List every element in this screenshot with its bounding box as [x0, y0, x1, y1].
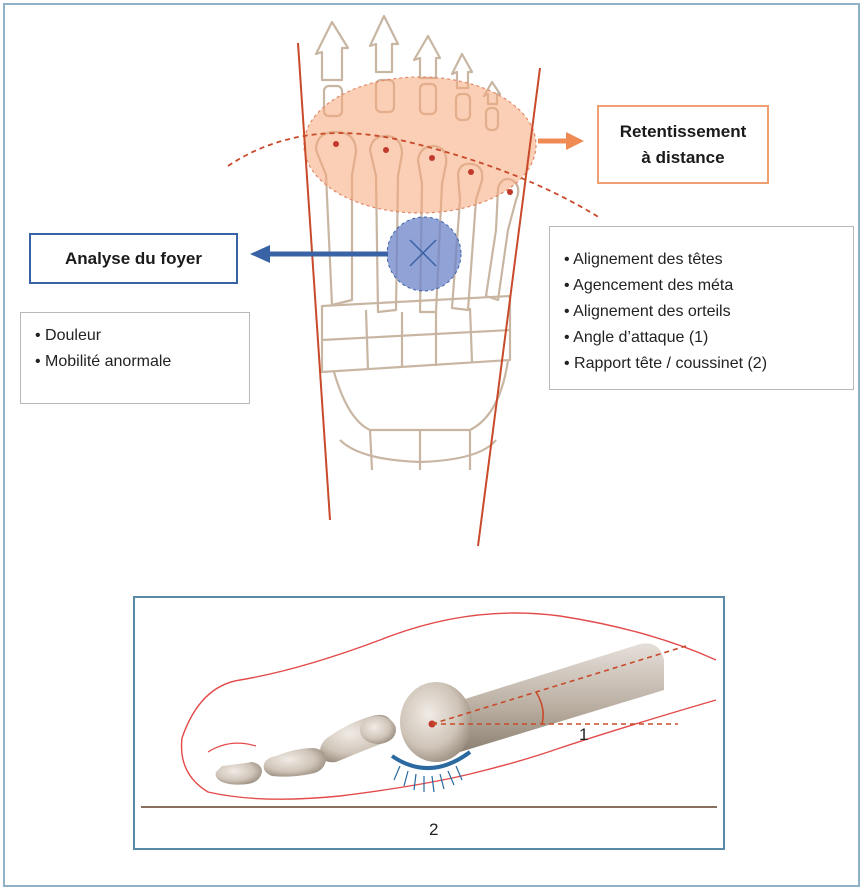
list-item: • Alignement des têtes: [564, 247, 853, 273]
retentissement-box: Retentissement à distance: [597, 105, 769, 184]
analyse-foyer-label: Analyse du foyer: [65, 249, 202, 269]
retentissement-line-1: Retentissement: [620, 119, 747, 145]
blue-arrow-icon: [250, 245, 388, 263]
pad-label: 2: [429, 820, 438, 840]
list-item: • Agencement des méta: [564, 273, 853, 299]
analyse-foyer-box: Analyse du foyer: [29, 233, 238, 284]
list-item: • Alignement des orteils: [564, 299, 853, 325]
angle-label: 1: [579, 725, 588, 745]
orange-arrow-icon: [538, 132, 584, 150]
list-item: • Mobilité anormale: [35, 349, 249, 375]
list-item: • Rapport tête / coussinet (2): [564, 351, 853, 377]
list-item: • Douleur: [35, 323, 249, 349]
foyer-criteria-list: • Douleur • Mobilité anormale: [20, 312, 250, 404]
list-item: • Angle d’attaque (1): [564, 325, 853, 351]
toe-2: [370, 16, 398, 72]
retentissement-line-2: à distance: [641, 145, 724, 171]
toe-1: [316, 22, 348, 80]
toe-3: [414, 36, 440, 78]
distance-criteria-list: • Alignement des têtes • Agencement des …: [549, 226, 854, 390]
